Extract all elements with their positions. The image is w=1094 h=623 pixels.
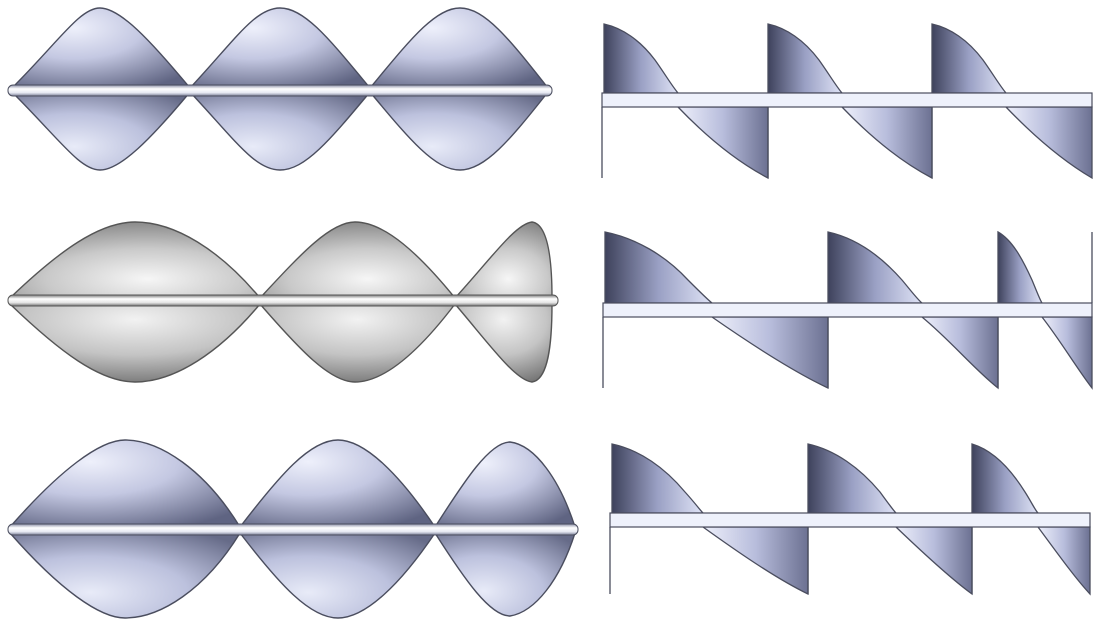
lobe-3 — [453, 221, 553, 383]
profile-blade — [611, 443, 705, 514]
lobe-3 — [433, 441, 576, 617]
lobe-1 — [8, 221, 262, 383]
row2-profile-view — [602, 230, 1093, 390]
row3-side-view — [7, 439, 579, 619]
profile-blade — [827, 231, 924, 304]
profile-blade — [676, 106, 769, 180]
profile-blade — [1036, 526, 1091, 596]
shaft — [601, 92, 1093, 108]
profile-stem — [602, 232, 1093, 388]
shaft — [7, 294, 559, 307]
profile-blade — [1040, 316, 1093, 390]
lobe-3 — [368, 7, 550, 171]
lobe-2 — [238, 439, 437, 619]
lobe-1 — [8, 439, 242, 619]
lobe-1 — [10, 7, 192, 171]
profile-blade — [767, 23, 844, 94]
shaft — [602, 302, 1093, 318]
profile-blade — [700, 526, 809, 596]
shaft — [609, 512, 1091, 528]
row1-profile-view — [601, 23, 1093, 180]
row3-profile-view — [609, 443, 1091, 596]
profile-blade — [971, 443, 1040, 514]
profile-blade — [807, 443, 898, 514]
profile-stem — [601, 107, 933, 178]
row1-side-view — [7, 7, 553, 171]
profile-blade — [920, 316, 999, 390]
profile-blade — [709, 316, 829, 390]
profile-blade — [894, 526, 973, 596]
shaft — [7, 84, 553, 97]
profile-blade — [997, 230, 1044, 304]
lobe-2 — [188, 7, 372, 171]
profile-blade — [1004, 106, 1093, 180]
profile-blade — [604, 231, 714, 304]
profile-blade — [931, 23, 1008, 94]
row2-side-view — [7, 221, 559, 383]
lobe-2 — [258, 221, 457, 383]
profile-blade — [840, 106, 933, 180]
profile-stem — [609, 527, 973, 594]
shaft — [7, 523, 579, 536]
profile-blade — [603, 23, 680, 94]
